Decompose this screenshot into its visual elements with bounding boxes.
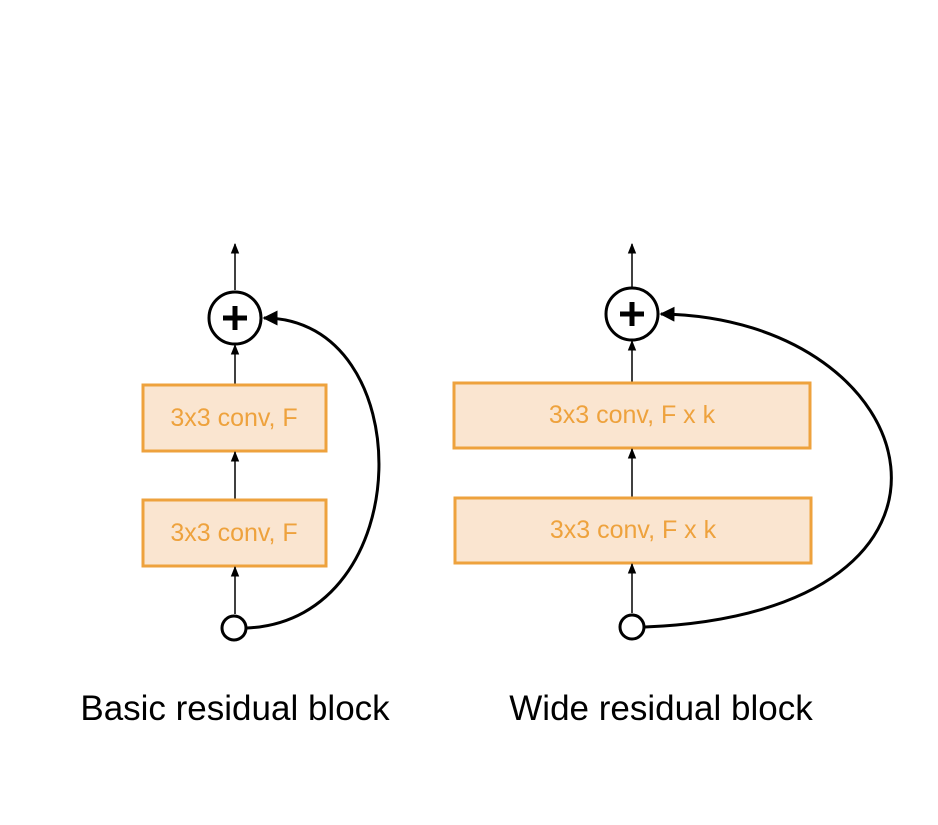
basic-sum-node [207,290,263,346]
circle-node-icon [618,613,646,641]
basic-conv-layer-top: 3x3 conv, F [141,383,328,453]
basic-conv-label-top: 3x3 conv, F [170,404,297,432]
basic-conv-layer-bottom: 3x3 conv, F [141,498,328,568]
wide-residual-block: 3x3 conv, F x k 3x3 conv, F x k Wide res… [452,242,893,728]
wide-conv-label-top: 3x3 conv, F x k [549,401,716,429]
wide-skip-connection [644,306,893,629]
wide-block-caption: Wide residual block [509,689,813,728]
basic-residual-block: 3x3 conv, F 3x3 conv, F Basic residual b… [80,242,390,728]
wide-conv-label-bottom: 3x3 conv, F x k [550,516,717,544]
wide-sum-node [604,286,660,342]
basic-skip-connection [246,310,381,630]
circle-node-icon [220,614,248,642]
wide-conv-layer-top: 3x3 conv, F x k [452,381,812,450]
wide-conv-layer-bottom: 3x3 conv, F x k [453,496,813,565]
basic-conv-label-bottom: 3x3 conv, F [170,519,297,547]
basic-block-caption: Basic residual block [80,689,390,728]
